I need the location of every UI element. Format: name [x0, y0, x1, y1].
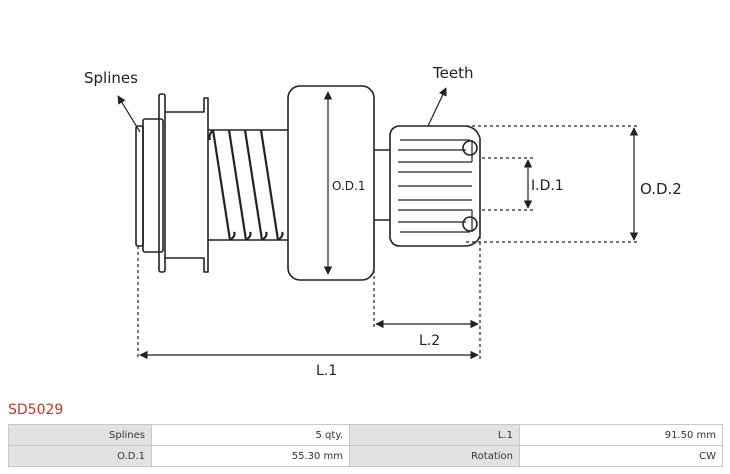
label-id1: I.D.1 [531, 178, 564, 194]
spline-hub [142, 118, 164, 253]
spec-value: 55.30 mm [151, 445, 350, 467]
label-l1: L.1 [316, 363, 337, 379]
label-l2: L.2 [419, 333, 440, 349]
dimension-lines [117, 87, 640, 360]
part-code: SD5029 [8, 402, 64, 418]
drive-body [135, 85, 481, 281]
shaft [374, 149, 390, 221]
splines-leader [117, 95, 141, 133]
spec-label: L.1 [349, 424, 520, 446]
tooth-hole-bottom [462, 216, 478, 232]
table-row: Splines 5 qty. L.1 91.50 mm [8, 424, 723, 446]
spring-barrel [208, 129, 288, 241]
label-splines: Splines [84, 69, 138, 87]
spec-value: CW [519, 445, 723, 467]
spring-coils [208, 129, 284, 241]
spec-value: 91.50 mm [519, 424, 723, 446]
label-od2: O.D.2 [640, 180, 682, 198]
main-cylinder [287, 85, 375, 281]
table-row: O.D.1 55.30 mm Rotation CW [8, 445, 723, 467]
tooth-hole-top [462, 140, 478, 156]
spline-plate [135, 125, 144, 247]
label-teeth: Teeth [432, 64, 473, 82]
spec-label: Rotation [349, 445, 520, 467]
clutch-housing [165, 97, 209, 273]
spec-value: 5 qty. [151, 424, 350, 446]
teeth-leader [427, 87, 447, 127]
spec-label: O.D.1 [8, 445, 152, 467]
label-od1: O.D.1 [332, 179, 365, 193]
spec-label: Splines [8, 424, 152, 446]
specs-table: Splines 5 qty. L.1 91.50 mm O.D.1 55.30 … [8, 424, 723, 467]
pinion-teeth-lines [398, 139, 473, 233]
spline-flange [158, 93, 166, 273]
starter-drive-diagram: Splines Teeth O.D.1 O.D.2 I.D.1 L.2 L.1 [84, 64, 682, 379]
